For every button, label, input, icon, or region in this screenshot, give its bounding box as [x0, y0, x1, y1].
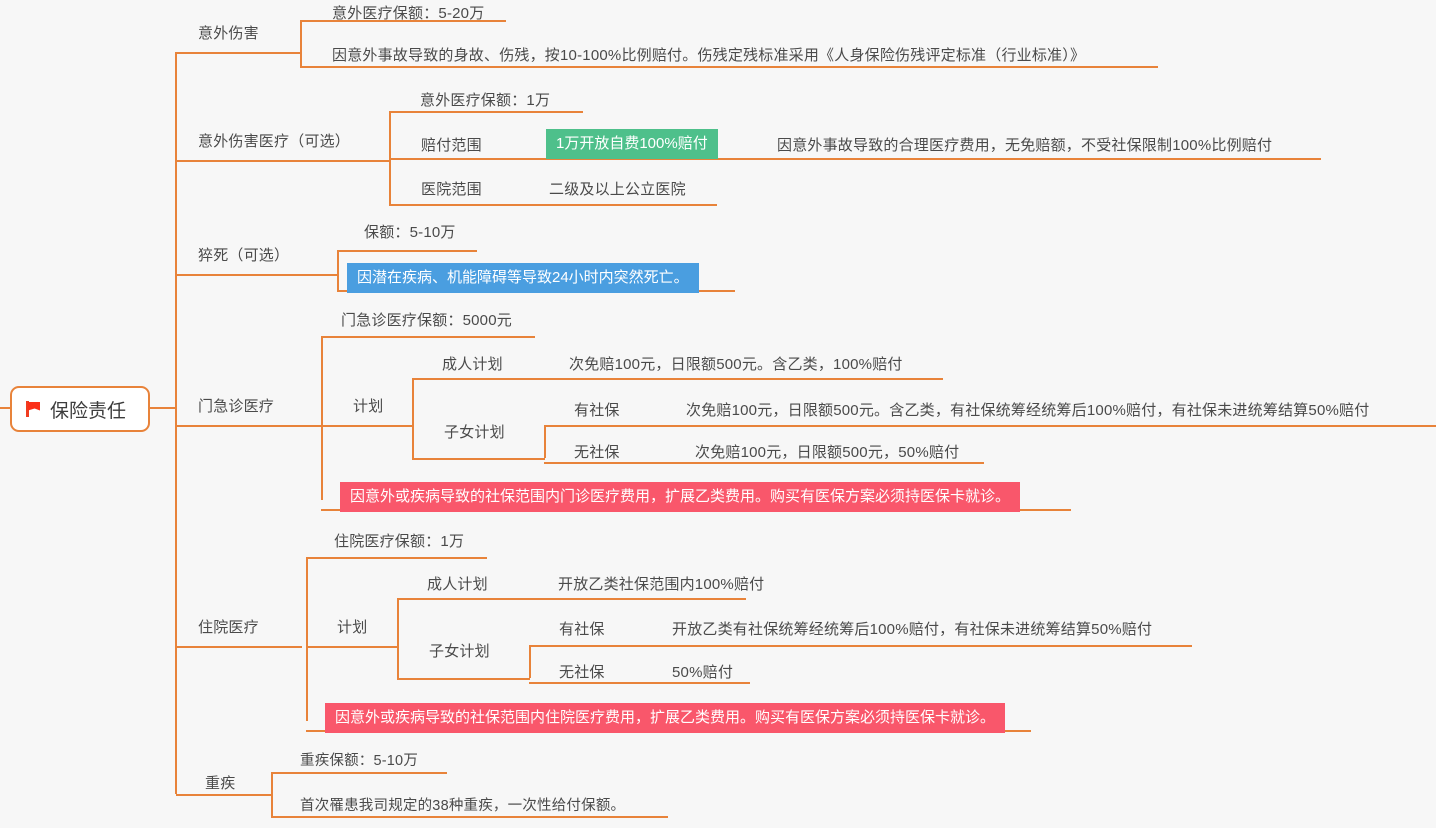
branch-underline-5	[176, 646, 302, 648]
branch5-child-plan-underline	[397, 678, 530, 680]
branch-label-2[interactable]: 意外伤害医疗（可选）	[198, 133, 351, 150]
branch5-note-chip[interactable]: 因意外或疾病导致的社保范围内住院医疗费用，扩展乙类费用。购买有医保方案必须持医保…	[325, 703, 1006, 733]
root-label: 保险责任	[50, 400, 127, 422]
branch1-children-spine	[300, 20, 302, 66]
branch5-adult-underline	[397, 598, 746, 600]
branch-label-1[interactable]: 意外伤害	[198, 25, 259, 42]
branch6-child2-underline	[271, 816, 668, 818]
branch2-child3-value[interactable]: 二级及以上公立医院	[549, 181, 686, 198]
branch2-child3-label[interactable]: 医院范围	[421, 181, 482, 198]
root-node[interactable]: 保险责任	[10, 386, 150, 432]
branch5-opt1-value[interactable]: 开放乙类有社保统筹经统筹后100%赔付，有社保未进统筹结算50%赔付	[672, 621, 1153, 638]
branch5-adult-value[interactable]: 开放乙类社保范围内100%赔付	[558, 576, 765, 593]
branch2-child1-underline	[389, 111, 583, 113]
branch6-child1-underline	[271, 772, 447, 774]
branch4-opt2-value[interactable]: 次免赔100元，日限额500元，50%赔付	[695, 444, 960, 461]
branch-underline-1	[176, 52, 302, 54]
branch3-children-spine	[337, 250, 339, 290]
branch4-note-chip[interactable]: 因意外或疾病导致的社保范围内门诊医疗费用，扩展乙类费用。购买有医保方案必须持医保…	[340, 482, 1021, 512]
branch2-child1-label[interactable]: 意外医疗保额：1万	[420, 92, 551, 109]
branch5-opt2-label[interactable]: 无社保	[559, 664, 605, 681]
branch3-child1-underline	[337, 250, 477, 252]
root-outbound-connector	[150, 407, 176, 409]
red-flag-icon	[26, 401, 41, 417]
branch4-plan-label[interactable]: 计划	[353, 398, 384, 415]
branch-underline-6	[176, 794, 272, 796]
branch5-opt2-underline	[529, 682, 750, 684]
branch4-child1-underline	[321, 336, 535, 338]
branch4-child-plan-underline	[412, 458, 545, 460]
branch2-child2-underline	[389, 158, 1321, 160]
branch4-plans-spine	[412, 378, 414, 458]
branch5-adult-label[interactable]: 成人计划	[427, 576, 488, 593]
branch4-children-spine	[321, 336, 323, 500]
branch-label-4[interactable]: 门急诊医疗	[198, 398, 275, 415]
root-inbound-connector	[0, 407, 12, 409]
branch5-opt1-underline	[529, 645, 1192, 647]
branch4-adult-underline	[412, 378, 943, 380]
branch4-opt1-value[interactable]: 次免赔100元，日限额500元。含乙类，有社保统筹经统筹后100%赔付，有社保未…	[686, 402, 1370, 419]
branch4-opt2-label[interactable]: 无社保	[574, 444, 620, 461]
branch2-children-spine	[389, 111, 391, 204]
branch2-child2-chip[interactable]: 1万开放自费100%赔付	[546, 129, 718, 159]
branch4-child1-label[interactable]: 门急诊医疗保额：5000元	[341, 312, 512, 329]
branch-underline-2	[176, 160, 390, 162]
branch5-plan-label[interactable]: 计划	[337, 619, 368, 636]
branch6-children-spine	[271, 772, 273, 816]
branch4-opt1-label[interactable]: 有社保	[574, 402, 620, 419]
branch5-child1-label[interactable]: 住院医疗保额：1万	[334, 533, 465, 550]
branch5-child1-underline	[306, 557, 487, 559]
branch6-child2-label[interactable]: 首次罹患我司规定的38种重疾，一次性给付保额。	[300, 798, 626, 814]
branch-underline-3	[176, 274, 338, 276]
branch5-plans-spine	[397, 598, 399, 678]
branch4-adult-value[interactable]: 次免赔100元，日限额500元。含乙类，100%赔付	[569, 356, 903, 373]
branch5-child-plan-label[interactable]: 子女计划	[429, 643, 490, 660]
branch4-opt2-underline	[544, 462, 984, 464]
branch1-child2-label[interactable]: 因意外事故导致的身故、伤残，按10-100%比例赔付。伤残定残标准采用《人身保险…	[332, 47, 1086, 64]
branch5-options-spine	[529, 645, 531, 678]
branch-label-3[interactable]: 猝死（可选）	[198, 247, 290, 264]
main-spine	[175, 52, 177, 794]
branch5-opt1-label[interactable]: 有社保	[559, 621, 605, 638]
branch-label-5[interactable]: 住院医疗	[198, 619, 259, 636]
branch4-child-plan-label[interactable]: 子女计划	[444, 424, 505, 441]
branch2-child2-label[interactable]: 赔付范围	[421, 137, 482, 154]
branch-label-6[interactable]: 重疾	[205, 775, 236, 792]
branch1-child1-label[interactable]: 意外医疗保额：5-20万	[332, 5, 485, 22]
branch5-opt2-value[interactable]: 50%赔付	[672, 664, 734, 681]
branch2-child2-detail[interactable]: 因意外事故导致的合理医疗费用，无免赔额，不受社保限制100%比例赔付	[777, 137, 1273, 154]
branch4-adult-label[interactable]: 成人计划	[442, 356, 503, 373]
branch-underline-4	[176, 425, 322, 427]
branch4-options-spine	[544, 425, 546, 458]
branch4-plan-underline	[321, 425, 413, 427]
branch6-child1-label[interactable]: 重疾保额：5-10万	[300, 753, 419, 769]
branch3-child1-label[interactable]: 保额：5-10万	[364, 224, 456, 241]
branch5-children-spine	[306, 557, 308, 721]
branch3-child2-chip[interactable]: 因潜在疾病、机能障碍等导致24小时内突然死亡。	[347, 263, 699, 293]
branch1-child1-underline	[300, 20, 506, 22]
branch4-opt1-underline	[544, 425, 1436, 427]
branch5-plan-underline	[306, 646, 398, 648]
branch2-child3-underline	[389, 204, 717, 206]
branch1-child2-underline	[300, 66, 1158, 68]
